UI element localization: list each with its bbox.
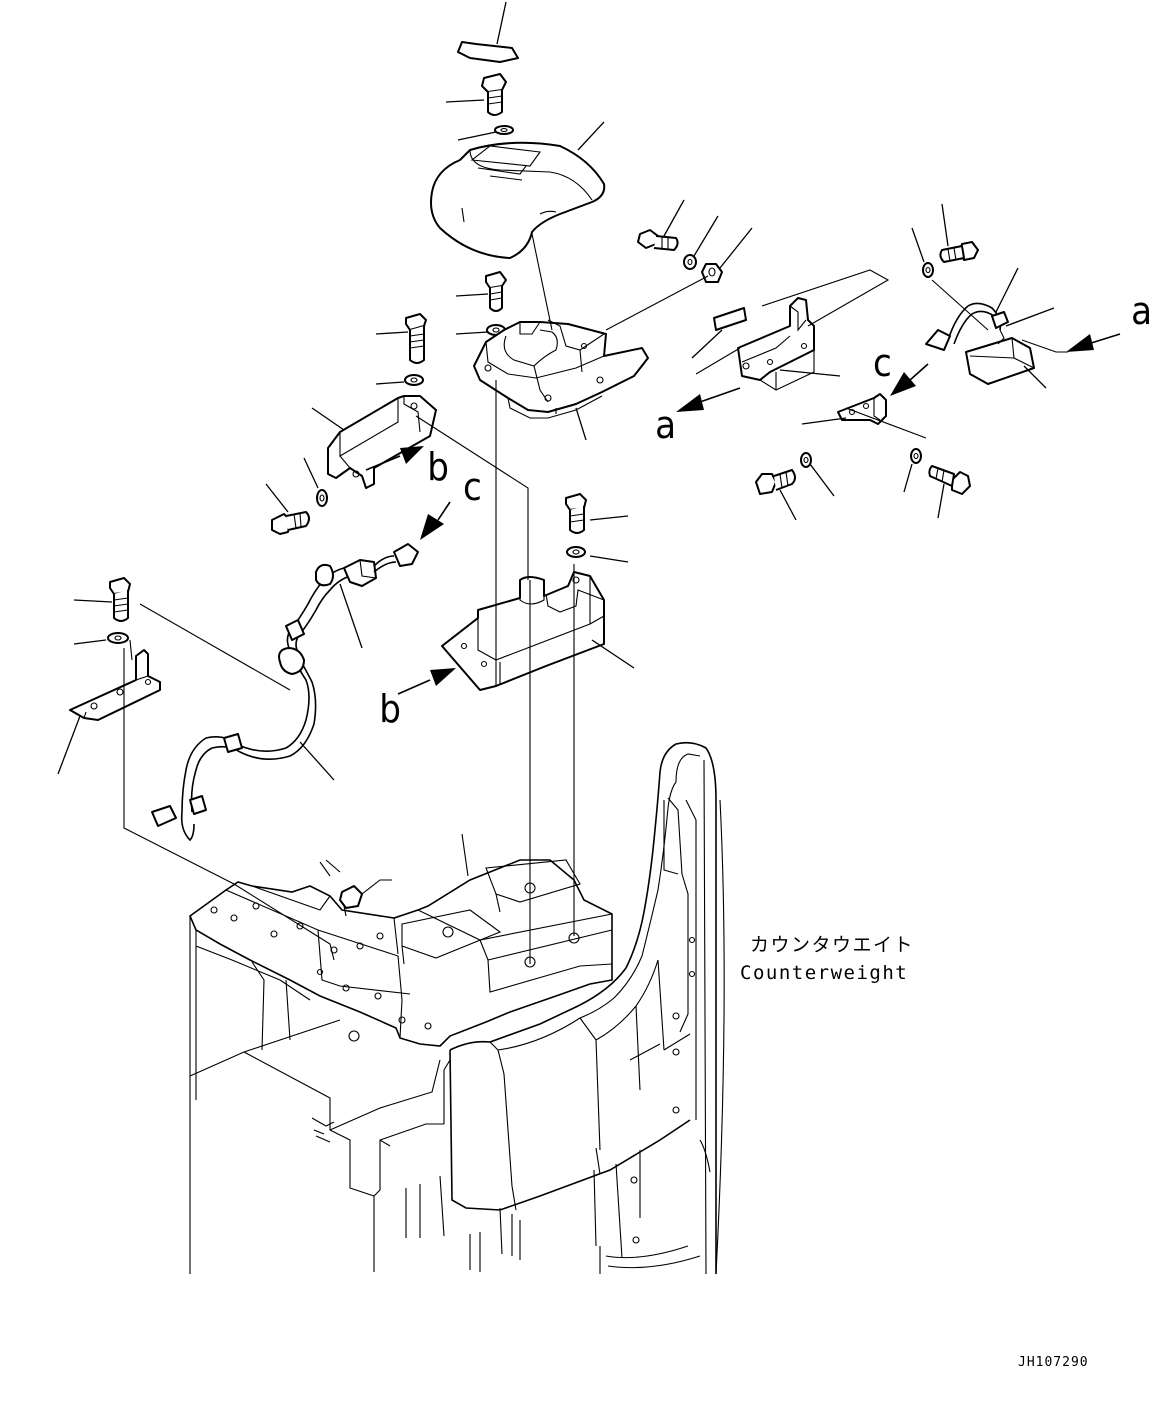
bolt-left-bracket [375, 313, 427, 364]
lamp-unit [965, 337, 1047, 389]
bolt-a-right [939, 203, 979, 263]
ref-letter-c-top: c [463, 465, 482, 509]
lamp-harness [925, 267, 1055, 351]
bracket-c [801, 393, 887, 425]
lamp-lens-cap [457, 1, 519, 63]
washer-c-right [903, 448, 922, 493]
bolt-a-upper [637, 199, 685, 251]
bolt-top [445, 73, 507, 116]
rubber-pad-a [691, 307, 747, 359]
counterweight-label-english: Counterweight [740, 962, 909, 984]
bolt-c-right [928, 465, 971, 519]
ref-letter-a-left: a [655, 403, 677, 447]
light-cover [430, 121, 606, 259]
bolt-center [565, 493, 629, 534]
washer-top [457, 125, 514, 141]
washer-a-upper [683, 215, 719, 270]
arrow-b-bottom [397, 668, 456, 695]
bracket-a [737, 297, 841, 391]
arrow-b-top [365, 446, 424, 471]
bolt-mid [455, 271, 507, 312]
bolt-b-bottom [265, 483, 310, 535]
washer-center [566, 546, 629, 563]
bolt-c-left [755, 469, 797, 521]
washer-left [73, 632, 129, 645]
bolt-left [73, 577, 131, 622]
arrow-c-top [420, 501, 451, 540]
drawing-number: JH107290 [1018, 1355, 1089, 1370]
arrow-a-right [1066, 333, 1121, 352]
arrow-c-right [890, 363, 929, 396]
spacer-a [701, 227, 753, 283]
ref-letter-b-bottom: b [379, 687, 401, 731]
washer-left-bracket [375, 374, 424, 386]
ref-letter-b-top: b [427, 445, 449, 489]
machine-body [189, 833, 613, 1274]
arrow-a-left [676, 387, 741, 412]
washer-a-right [911, 227, 934, 278]
ref-letter-c-right: c [873, 341, 892, 385]
washer-b-bottom [303, 457, 328, 507]
washer-c-left [800, 452, 835, 497]
light-mount-plate [473, 319, 649, 441]
counterweight-label-japanese: カウンタウエイト [750, 934, 915, 956]
main-bracket [441, 571, 635, 691]
ref-letter-a-right: a [1131, 289, 1153, 333]
counterweight [449, 741, 725, 1275]
bracket-b [311, 395, 437, 489]
harness-bracket [57, 649, 161, 775]
wiring-harness [151, 543, 419, 842]
